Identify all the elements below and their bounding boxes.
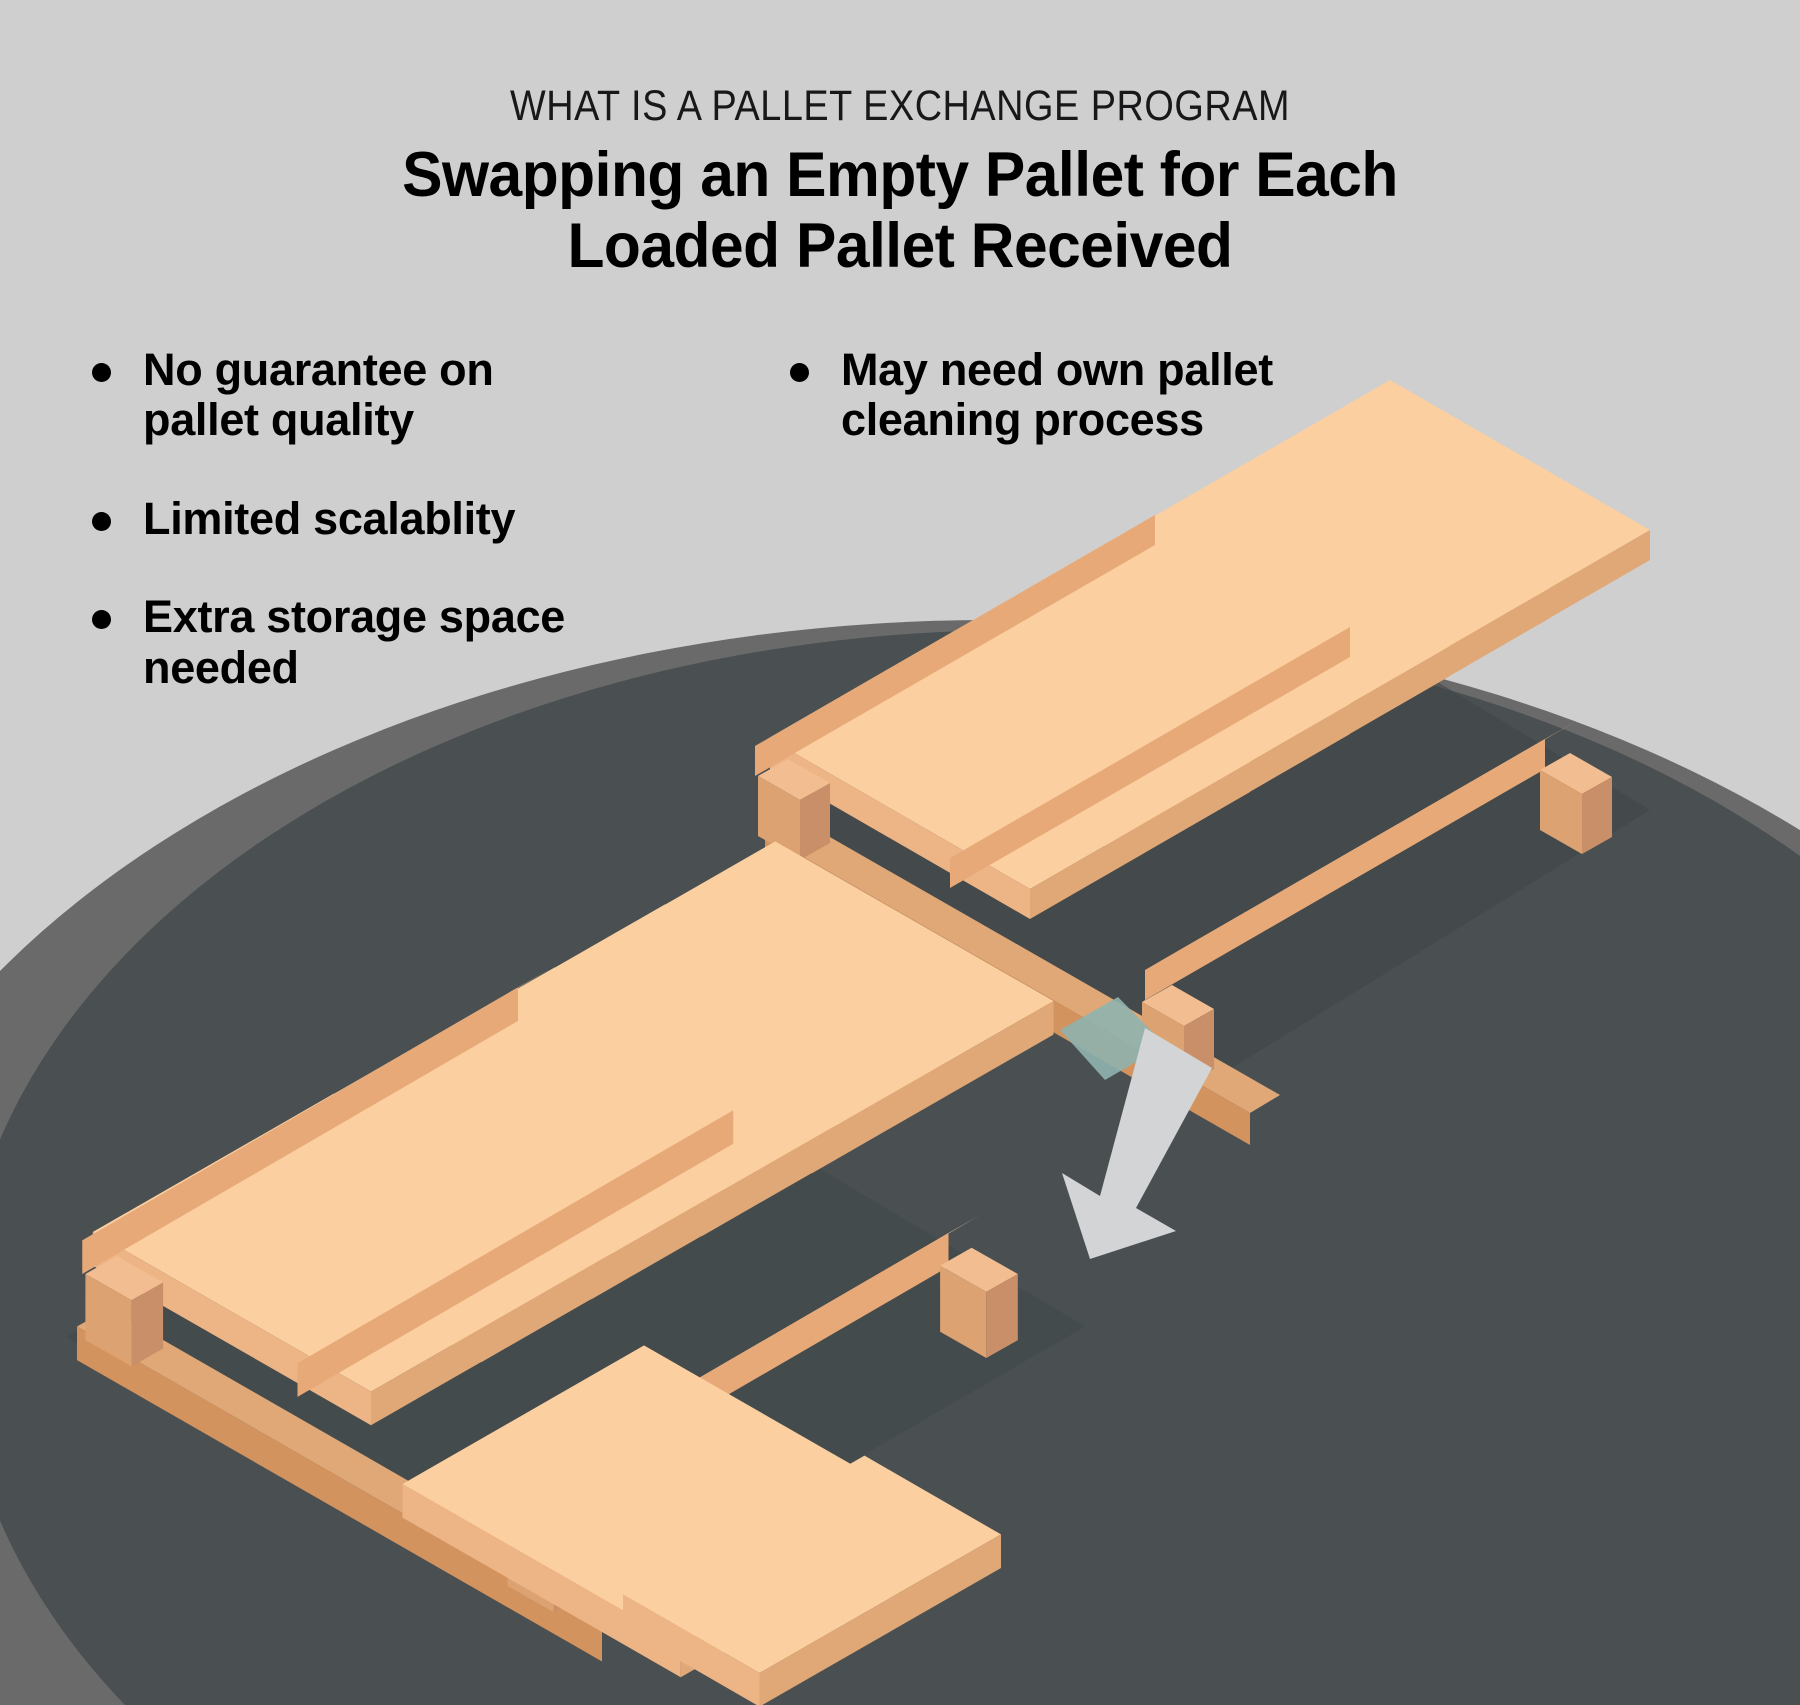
bullet-dot-icon — [92, 610, 111, 630]
bullet-text: Limited scalablity — [143, 492, 516, 544]
bullet-dot-icon — [92, 511, 111, 531]
front-lower-planks — [402, 1345, 1001, 1705]
page-title-line-2: Loaded Pallet Received — [567, 210, 1233, 281]
cross-board-left — [755, 498, 1185, 776]
eyebrow-label: WHAT IS A PALLET EXCHANGE PROGRAM — [509, 82, 1291, 130]
list-item: May need own pallet cleaning process — [790, 344, 1430, 446]
front-cross-left — [82, 969, 550, 1274]
list-item: Limited scalablity — [92, 492, 712, 544]
foot-block-right — [1540, 753, 1612, 854]
list-item: Extra storage space needed — [92, 592, 712, 693]
front-cross-mid — [297, 1092, 765, 1397]
page-title: Swapping an Empty Pallet for Each Loaded… — [36, 140, 1764, 281]
page-title-line-1: Swapping an Empty Pallet for Each — [402, 140, 1398, 210]
front-foot-left — [85, 1256, 164, 1367]
cross-board-mid — [950, 610, 1380, 888]
list-item: No guarantee on pallet quality — [92, 344, 712, 446]
bullet-list-right: May need own pallet cleaning process — [790, 344, 1430, 482]
cross-board-right — [1145, 722, 1575, 1000]
bullet-text: No guarantee on pallet quality — [143, 344, 494, 446]
bullet-text: May need own pallet cleaning process — [841, 344, 1273, 446]
bullet-list-left: No guarantee on pallet quality Limited s… — [92, 344, 712, 729]
arrow-down-left — [1062, 1028, 1212, 1259]
bullet-text: Extra storage space needed — [143, 591, 566, 693]
bullet-dot-icon — [790, 363, 809, 382]
bullet-dot-icon — [92, 363, 111, 382]
front-foot-right — [940, 1247, 1018, 1358]
pallet-back — [755, 380, 1650, 1145]
foot-block-left — [758, 759, 830, 860]
